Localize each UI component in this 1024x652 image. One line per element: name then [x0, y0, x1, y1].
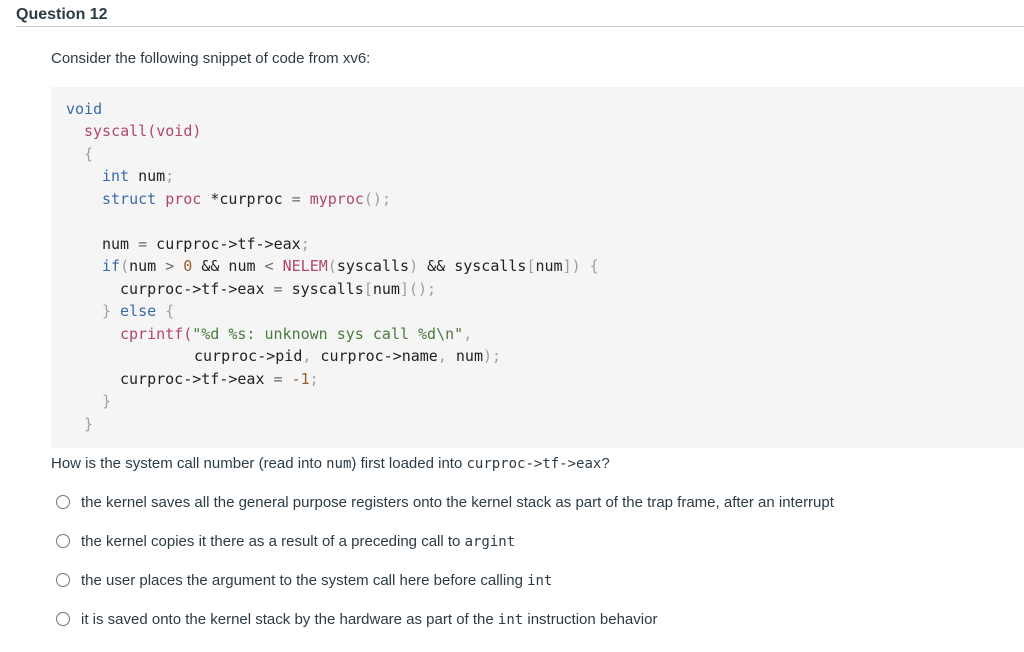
radio-button-icon[interactable] [56, 573, 70, 587]
radio-button-icon[interactable] [56, 612, 70, 626]
code-line-8: curproc->tf->eax = syscalls[num](); [120, 280, 437, 298]
code-line-1: void [66, 100, 103, 118]
radio-button-icon[interactable] [56, 495, 70, 509]
answer-option-label: the kernel saves all the general purpose… [81, 493, 834, 511]
code-line-12: curproc->tf->eax = -1; [120, 370, 319, 388]
code-line-6: num = curproc->tf->eax; [102, 235, 310, 253]
code-line-3: { [84, 145, 94, 163]
code-line-9: } else { [102, 302, 175, 320]
code-line-13: } [102, 392, 112, 410]
question-title: Question 12 [16, 6, 108, 23]
code-line-7: if(num > 0 && num < NELEM(syscalls) && s… [102, 257, 599, 275]
code-snippet: void syscall(void) { int num; struct pro… [51, 87, 1024, 448]
question-header: Question 12 [16, 0, 1024, 27]
answer-option-label: the user places the argument to the syst… [81, 571, 553, 589]
answer-option-2[interactable]: the kernel copies it there as a result o… [56, 530, 515, 552]
radio-button-icon[interactable] [56, 534, 70, 548]
question-prompt: Consider the following snippet of code f… [51, 50, 371, 67]
answer-option-1[interactable]: the kernel saves all the general purpose… [56, 491, 834, 513]
answer-option-3[interactable]: the user places the argument to the syst… [56, 569, 552, 591]
answer-option-label: the kernel copies it there as a result o… [81, 532, 516, 550]
code-line-10: cprintf("%d %s: unknown sys call %d\n", [120, 325, 473, 343]
code-line-11: curproc->pid, curproc->name, num); [194, 347, 502, 365]
answer-option-label: it is saved onto the kernel stack by the… [81, 610, 658, 628]
answer-option-4[interactable]: it is saved onto the kernel stack by the… [56, 608, 657, 630]
code-line-2: syscall(void) [84, 122, 202, 140]
code-line-4: int num; [102, 167, 175, 185]
code-line-5: struct proc *curproc = myproc(); [102, 190, 391, 208]
code-line-14: } [84, 415, 94, 433]
question-text: How is the system call number (read into… [51, 455, 610, 472]
